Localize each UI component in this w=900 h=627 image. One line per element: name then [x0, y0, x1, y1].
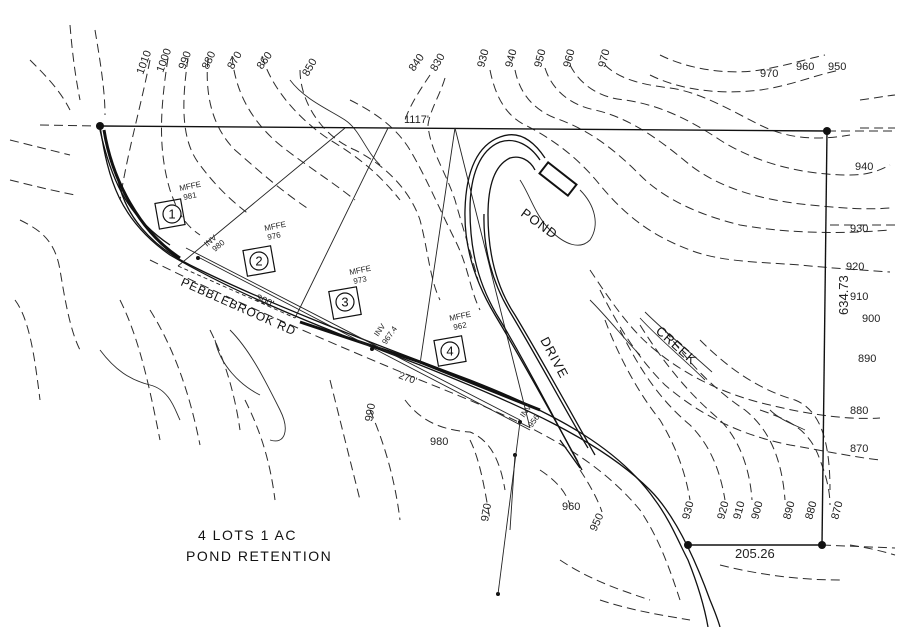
- pebblebrook-road: [99, 125, 721, 627]
- contour-label: 900: [749, 500, 765, 521]
- lot-3-pad: [328, 286, 362, 320]
- contour-label: 910: [850, 291, 868, 303]
- contour-label: 920: [715, 500, 731, 521]
- building-pad: [538, 160, 578, 198]
- lot-labels: 1 2 3 4 MFFE 981 MFFE 976 MFFE 973 MFFE …: [168, 180, 471, 359]
- contour-label: 850: [300, 57, 320, 79]
- note-line-2: POND RETENTION: [186, 548, 332, 564]
- contour-label: 880: [850, 405, 868, 417]
- lot-3-number: 3: [341, 295, 348, 310]
- contour-label: 950: [588, 512, 607, 534]
- contour-label: 930: [850, 223, 868, 235]
- private-drive: [464, 134, 596, 471]
- storm-drain: [196, 256, 522, 596]
- contour-lines: [9, 24, 896, 621]
- contour-label: 1000: [155, 47, 175, 74]
- lot-1-marker: [162, 204, 182, 224]
- contour-label: 960: [796, 61, 814, 73]
- contour-label: 990: [363, 402, 378, 422]
- lot-4-front-dimension: 270': [397, 370, 418, 387]
- bottom-dimension: 205.26: [735, 546, 775, 561]
- creek: [639, 311, 713, 381]
- invert-3-value: 956: [526, 413, 541, 430]
- lot-2-mffe-label: MFFE: [264, 220, 287, 233]
- lot-4-mffe-value: 962: [453, 320, 468, 332]
- contour-label: 870: [225, 50, 245, 72]
- contour-label: 910: [731, 500, 747, 521]
- lot-2-mffe-value: 976: [267, 230, 282, 242]
- lot-2-pad: [242, 245, 276, 277]
- contour-label: 980: [430, 436, 448, 448]
- contour-label: 860: [255, 50, 275, 72]
- lot-3-mffe-value: 973: [353, 274, 368, 286]
- lot-4-pad: [433, 335, 467, 367]
- corner-monument: [823, 127, 831, 135]
- contour-label: 930: [680, 500, 696, 521]
- property-boundary: [39, 122, 896, 549]
- contour-label: 880: [200, 50, 219, 72]
- lot-3-marker: [335, 292, 355, 312]
- contour-label: 880: [803, 500, 819, 521]
- lot-4-mffe-label: MFFE: [449, 310, 472, 323]
- lot-1-number: 1: [168, 207, 175, 222]
- contour-label: 940: [503, 48, 519, 69]
- right-dimension: 634.73: [836, 275, 851, 315]
- contour-label: 870: [850, 443, 868, 455]
- lot-4-marker: [440, 341, 460, 361]
- contour-label: 890: [781, 500, 797, 521]
- contour-label: 960: [562, 501, 580, 513]
- plan-note: 4 LOTS 1 AC POND RETENTION: [186, 527, 332, 564]
- contour-label: 940: [855, 161, 873, 173]
- contour-label: 830: [428, 52, 448, 74]
- lot-3-mffe-label: MFFE: [349, 264, 372, 277]
- lot-1-mffe-label: MFFE: [179, 180, 202, 193]
- lot-4-number: 4: [446, 344, 453, 359]
- contour-label: 890: [858, 353, 876, 365]
- lot-1-mffe-value: 981: [183, 190, 198, 202]
- top-dimension: 1117': [404, 114, 429, 126]
- contour-label: 930: [475, 48, 491, 69]
- contour-label: 970: [596, 48, 612, 69]
- drive-label: DRIVE: [537, 334, 571, 381]
- lot-2-number: 2: [255, 254, 262, 269]
- contour-elevation-labels: 1010 1000 990 880 870 860 850 840 830 93…: [135, 47, 881, 533]
- pond-label: POND: [518, 205, 560, 242]
- contour-label: 900: [862, 313, 880, 325]
- note-line-1: 4 LOTS 1 AC: [198, 527, 297, 543]
- contour-label: 970: [760, 68, 778, 80]
- lot-lines: [177, 127, 531, 431]
- contour-label: 970: [479, 502, 494, 522]
- contour-label: 870: [829, 500, 845, 521]
- contour-label: 950: [532, 48, 548, 69]
- corner-monument: [818, 541, 826, 549]
- contour-label: 920: [846, 261, 864, 273]
- contour-label: 990: [177, 50, 195, 71]
- creek-label: CREEK: [653, 323, 700, 367]
- contour-label: 950: [828, 61, 846, 73]
- contour-label: 840: [407, 52, 427, 74]
- contour-label: 1010: [135, 49, 155, 76]
- lot-1-pad: [154, 198, 186, 230]
- terrain-outlines: [99, 79, 806, 442]
- lot-2-marker: [249, 251, 269, 271]
- contour-label: 960: [561, 48, 577, 69]
- lot-pads: [154, 198, 467, 367]
